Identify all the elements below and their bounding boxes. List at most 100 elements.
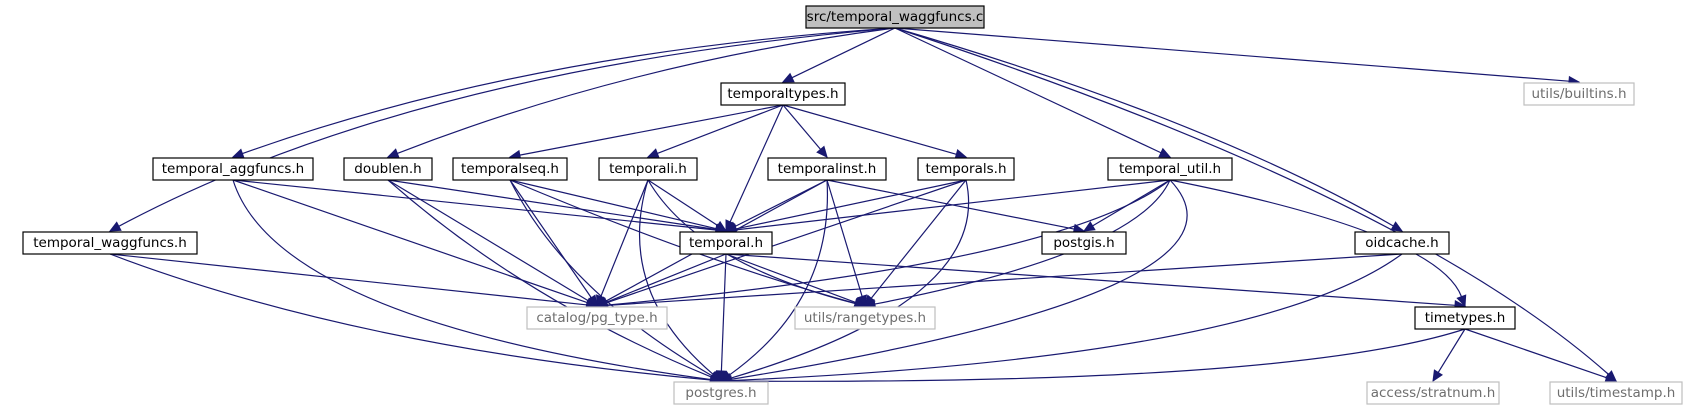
node-label: utils/timestamp.h bbox=[1557, 385, 1676, 401]
node-label: catalog/pg_type.h bbox=[536, 310, 657, 326]
node-temporalseq[interactable]: temporalseq.h bbox=[452, 157, 568, 181]
edge-line bbox=[606, 179, 1171, 306]
node-temporaltypes[interactable]: temporaltypes.h bbox=[720, 82, 846, 106]
node-doublen[interactable]: doublen.h bbox=[343, 157, 433, 181]
edge-line bbox=[730, 179, 1188, 380]
edge-line bbox=[232, 179, 588, 304]
node-box bbox=[805, 5, 985, 29]
edge-root-to-builtins bbox=[894, 27, 1581, 87]
edge-line bbox=[894, 27, 1394, 227]
node-box bbox=[767, 157, 887, 181]
edge-line bbox=[720, 253, 727, 372]
node-temporals[interactable]: temporals.h bbox=[917, 157, 1015, 181]
edge-temporalseq-to-pg-type bbox=[509, 179, 598, 308]
node-box bbox=[343, 157, 433, 181]
node-temporal[interactable]: temporal.h bbox=[679, 231, 773, 255]
edge-temporal-to-rangetypes bbox=[725, 253, 867, 308]
node-label: temporal_waggfuncs.h bbox=[33, 235, 187, 251]
edge-line bbox=[387, 179, 717, 231]
edge-line bbox=[894, 27, 1570, 82]
edge-line bbox=[826, 179, 1075, 230]
edge-line bbox=[728, 179, 829, 376]
edge-line bbox=[826, 179, 863, 297]
edge-temporaltypes-to-temporalseq bbox=[508, 104, 784, 161]
node-waggfuncs[interactable]: temporal_waggfuncs.h bbox=[22, 231, 198, 255]
node-oidcache[interactable]: oidcache.h bbox=[1354, 231, 1450, 255]
edge-line bbox=[730, 328, 1466, 382]
edge-line bbox=[109, 253, 712, 381]
edge-temporalinst-to-postgis bbox=[826, 179, 1086, 235]
node-pg-type: catalog/pg_type.h bbox=[526, 306, 668, 330]
node-box bbox=[720, 82, 846, 106]
edge-line bbox=[509, 179, 717, 230]
node-box bbox=[1366, 381, 1500, 405]
node-temporal-util[interactable]: temporal_util.h bbox=[1107, 157, 1233, 181]
edge-root-to-waggfuncs bbox=[108, 27, 896, 232]
edge-timetypes-to-postgres bbox=[719, 328, 1466, 387]
node-rangetypes: utils/rangetypes.h bbox=[794, 306, 936, 330]
edge-line bbox=[232, 179, 717, 231]
edge-arrowhead bbox=[954, 149, 968, 160]
edge-temporali-to-temporal bbox=[647, 179, 728, 232]
node-label: src/temporal_waggfuncs.c bbox=[807, 9, 984, 25]
edge-line bbox=[606, 253, 1403, 306]
edge-arrowhead bbox=[714, 220, 728, 232]
node-timetypes[interactable]: timetypes.h bbox=[1414, 306, 1516, 330]
node-box bbox=[1041, 231, 1127, 255]
node-box bbox=[526, 306, 668, 330]
edge-line bbox=[1437, 328, 1466, 373]
edge-temporals-to-pg-type bbox=[595, 179, 967, 308]
edge-aggfuncs-to-postgres bbox=[232, 179, 723, 385]
node-aggfuncs[interactable]: temporal_aggfuncs.h bbox=[152, 157, 314, 181]
node-label: doublen.h bbox=[354, 161, 421, 177]
edge-line bbox=[870, 179, 967, 299]
node-temporalinst[interactable]: temporalinst.h bbox=[767, 157, 887, 181]
node-root[interactable]: src/temporal_waggfuncs.c bbox=[805, 5, 985, 29]
edge-line bbox=[509, 179, 713, 377]
edge-line bbox=[600, 179, 649, 297]
edge-line bbox=[638, 179, 714, 375]
edge-arrowhead bbox=[108, 221, 122, 232]
node-postgis[interactable]: postgis.h bbox=[1041, 231, 1127, 255]
edge-line bbox=[735, 179, 967, 230]
node-box bbox=[1549, 381, 1683, 405]
node-label: postgres.h bbox=[685, 385, 756, 401]
edge-line bbox=[519, 104, 784, 156]
edge-temporaltypes-to-temporali bbox=[646, 104, 784, 159]
edge-line bbox=[647, 179, 718, 227]
edge-timetypes-to-stratnum bbox=[1432, 328, 1466, 383]
edge-line bbox=[729, 104, 784, 223]
edge-root-to-doublen bbox=[386, 27, 896, 159]
edge-arrowhead bbox=[781, 72, 795, 83]
node-label: temporals.h bbox=[925, 161, 1006, 177]
node-temporali[interactable]: temporali.h bbox=[598, 157, 698, 181]
node-timestamp: utils/timestamp.h bbox=[1549, 381, 1683, 405]
edge-line bbox=[791, 27, 896, 79]
edge-temporaltypes-to-temporals bbox=[782, 104, 968, 160]
node-box bbox=[1414, 306, 1516, 330]
node-stratnum: access/stratnum.h bbox=[1366, 381, 1500, 405]
edge-temporaltypes-to-temporalinst bbox=[782, 104, 828, 158]
edge-line bbox=[232, 179, 712, 381]
node-label: temporal_aggfuncs.h bbox=[162, 161, 304, 177]
edge-temporalinst-to-rangetypes bbox=[826, 179, 868, 308]
edge-line bbox=[657, 104, 784, 154]
edge-line bbox=[397, 27, 896, 154]
node-box bbox=[1523, 82, 1635, 106]
edge-root-to-temporaltypes bbox=[781, 27, 896, 83]
edge-line bbox=[735, 179, 1171, 231]
edge-arrowhead bbox=[386, 148, 400, 159]
edge-root-to-temporal-util bbox=[894, 27, 1172, 158]
edge-arrowhead bbox=[853, 297, 867, 308]
edge-arrowhead bbox=[816, 145, 828, 158]
edge-line bbox=[606, 253, 727, 303]
node-postgres: postgres.h bbox=[673, 381, 769, 405]
edge-line bbox=[782, 104, 957, 155]
edge-line bbox=[109, 253, 588, 306]
node-label: utils/rangetypes.h bbox=[804, 310, 926, 326]
edge-arrowhead bbox=[1082, 221, 1096, 232]
edge-temporal-to-postgres bbox=[716, 253, 727, 383]
node-box bbox=[152, 157, 314, 181]
edge-line bbox=[118, 27, 896, 227]
edge-arrowhead bbox=[1456, 294, 1467, 308]
